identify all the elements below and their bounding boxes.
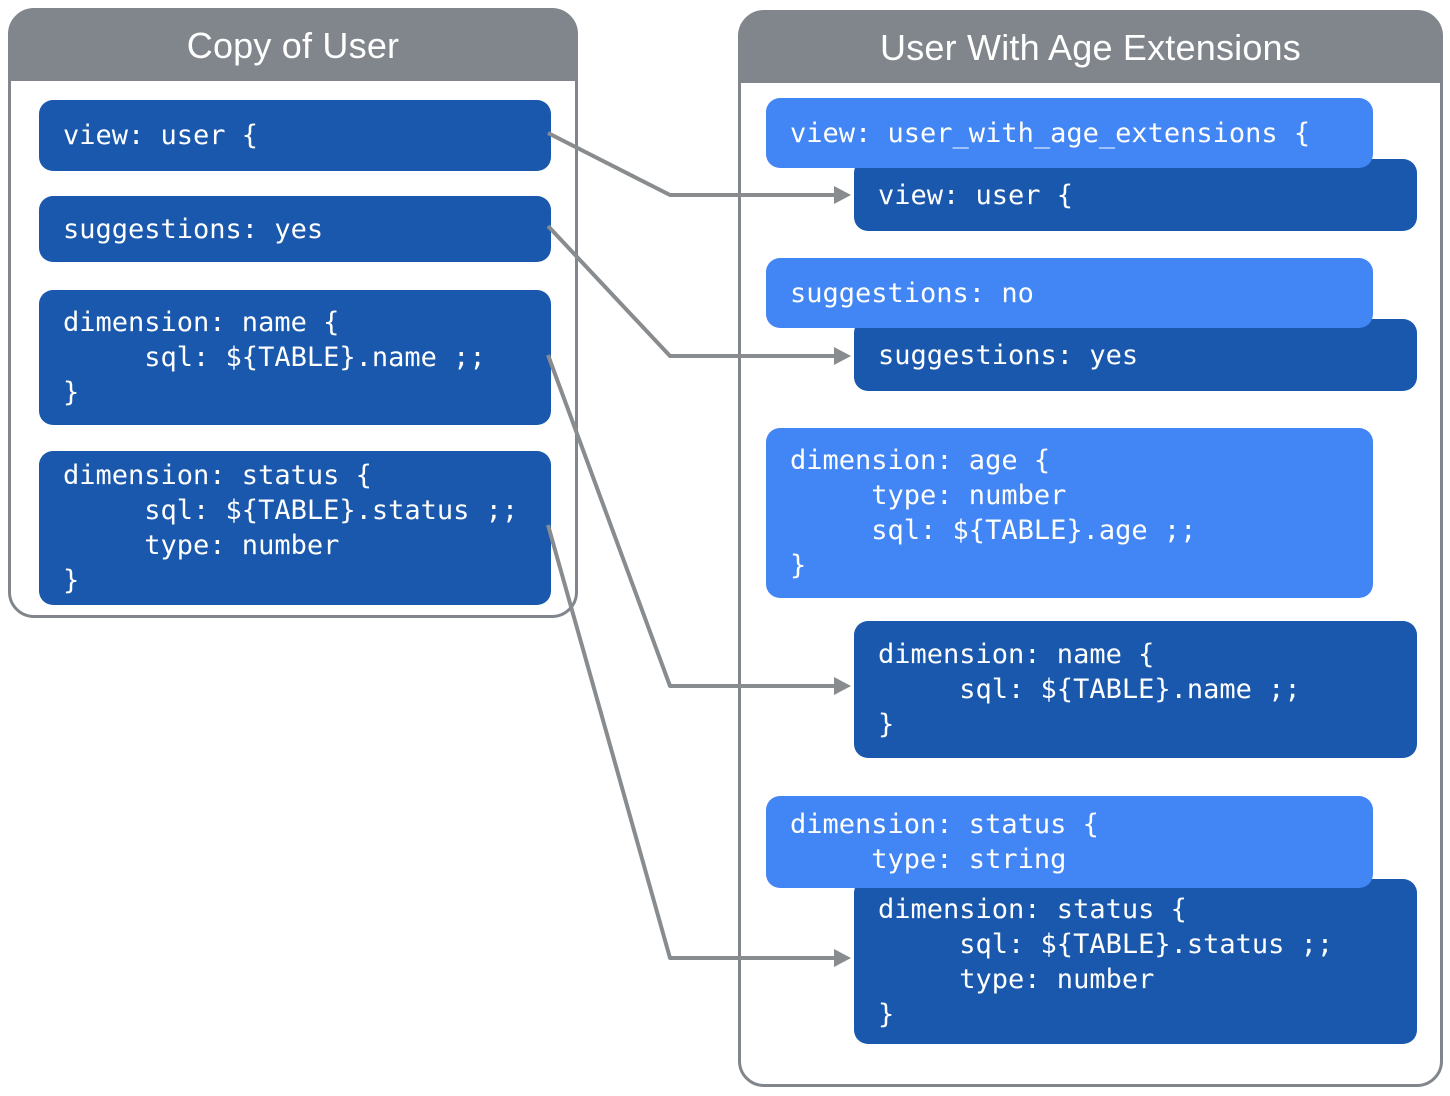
code-line: } [63, 565, 80, 596]
code-line: type: number [878, 963, 1155, 995]
panel-copy-of-user-title: Copy of User [186, 24, 400, 66]
code-line: } [878, 709, 895, 740]
code-line: view: user_with_age_extensions { [790, 117, 1311, 149]
code-line: suggestions: yes [63, 213, 324, 245]
code-block-view-user-base: view: user { [854, 159, 1417, 231]
code-block-suggestions-extension: suggestions: no [766, 258, 1373, 328]
code-block-view-user: view: user { [39, 100, 551, 171]
code-line: sql: ${TABLE}.name ;; [878, 674, 1301, 705]
code-line: type: number [790, 480, 1067, 511]
code-line: view: user { [878, 179, 1074, 211]
code-line: dimension: status { [790, 809, 1099, 840]
code-line: suggestions: yes [878, 339, 1139, 371]
code-line: dimension: status { [878, 893, 1187, 925]
code-line: dimension: age { [790, 445, 1051, 476]
code-line: } [63, 377, 80, 408]
panel-user-with-age-extensions: User With Age Extensions view: user { vi… [738, 10, 1443, 1087]
code-block-dimension-name-base: dimension: name { sql: ${TABLE}.name ;; … [854, 621, 1417, 758]
panel-copy-of-user-header: Copy of User [10, 10, 576, 81]
code-line: } [878, 998, 895, 1030]
code-line: sql: ${TABLE}.status ;; [63, 495, 519, 526]
code-line: suggestions: no [790, 277, 1034, 309]
code-line: type: string [790, 844, 1067, 875]
code-block-suggestions-base: suggestions: yes [854, 319, 1417, 391]
panel-user-with-age-extensions-title: User With Age Extensions [880, 26, 1301, 68]
code-block-dimension-status: dimension: status { sql: ${TABLE}.status… [39, 451, 551, 605]
code-line: view: user { [63, 120, 259, 151]
panel-copy-of-user: Copy of User view: user { suggestions: y… [8, 8, 578, 618]
code-line: dimension: status { [63, 460, 372, 491]
code-line: sql: ${TABLE}.age ;; [790, 515, 1197, 546]
code-line: type: number [63, 530, 340, 561]
code-line: sql: ${TABLE}.status ;; [878, 928, 1334, 960]
panel-user-with-age-extensions-header: User With Age Extensions [740, 12, 1441, 83]
code-line: dimension: name { [63, 307, 340, 338]
code-block-dimension-status-base: dimension: status { sql: ${TABLE}.status… [854, 879, 1417, 1044]
code-block-dimension-name: dimension: name { sql: ${TABLE}.name ;; … [39, 290, 551, 425]
code-block-dimension-status-extension: dimension: status { type: string [766, 796, 1373, 888]
code-block-dimension-age: dimension: age { type: number sql: ${TAB… [766, 428, 1373, 598]
code-line: } [790, 550, 807, 581]
code-line: dimension: name { [878, 639, 1155, 670]
code-block-view-extension: view: user_with_age_extensions { [766, 98, 1373, 168]
code-line: sql: ${TABLE}.name ;; [63, 342, 486, 373]
code-block-suggestions-yes: suggestions: yes [39, 196, 551, 262]
